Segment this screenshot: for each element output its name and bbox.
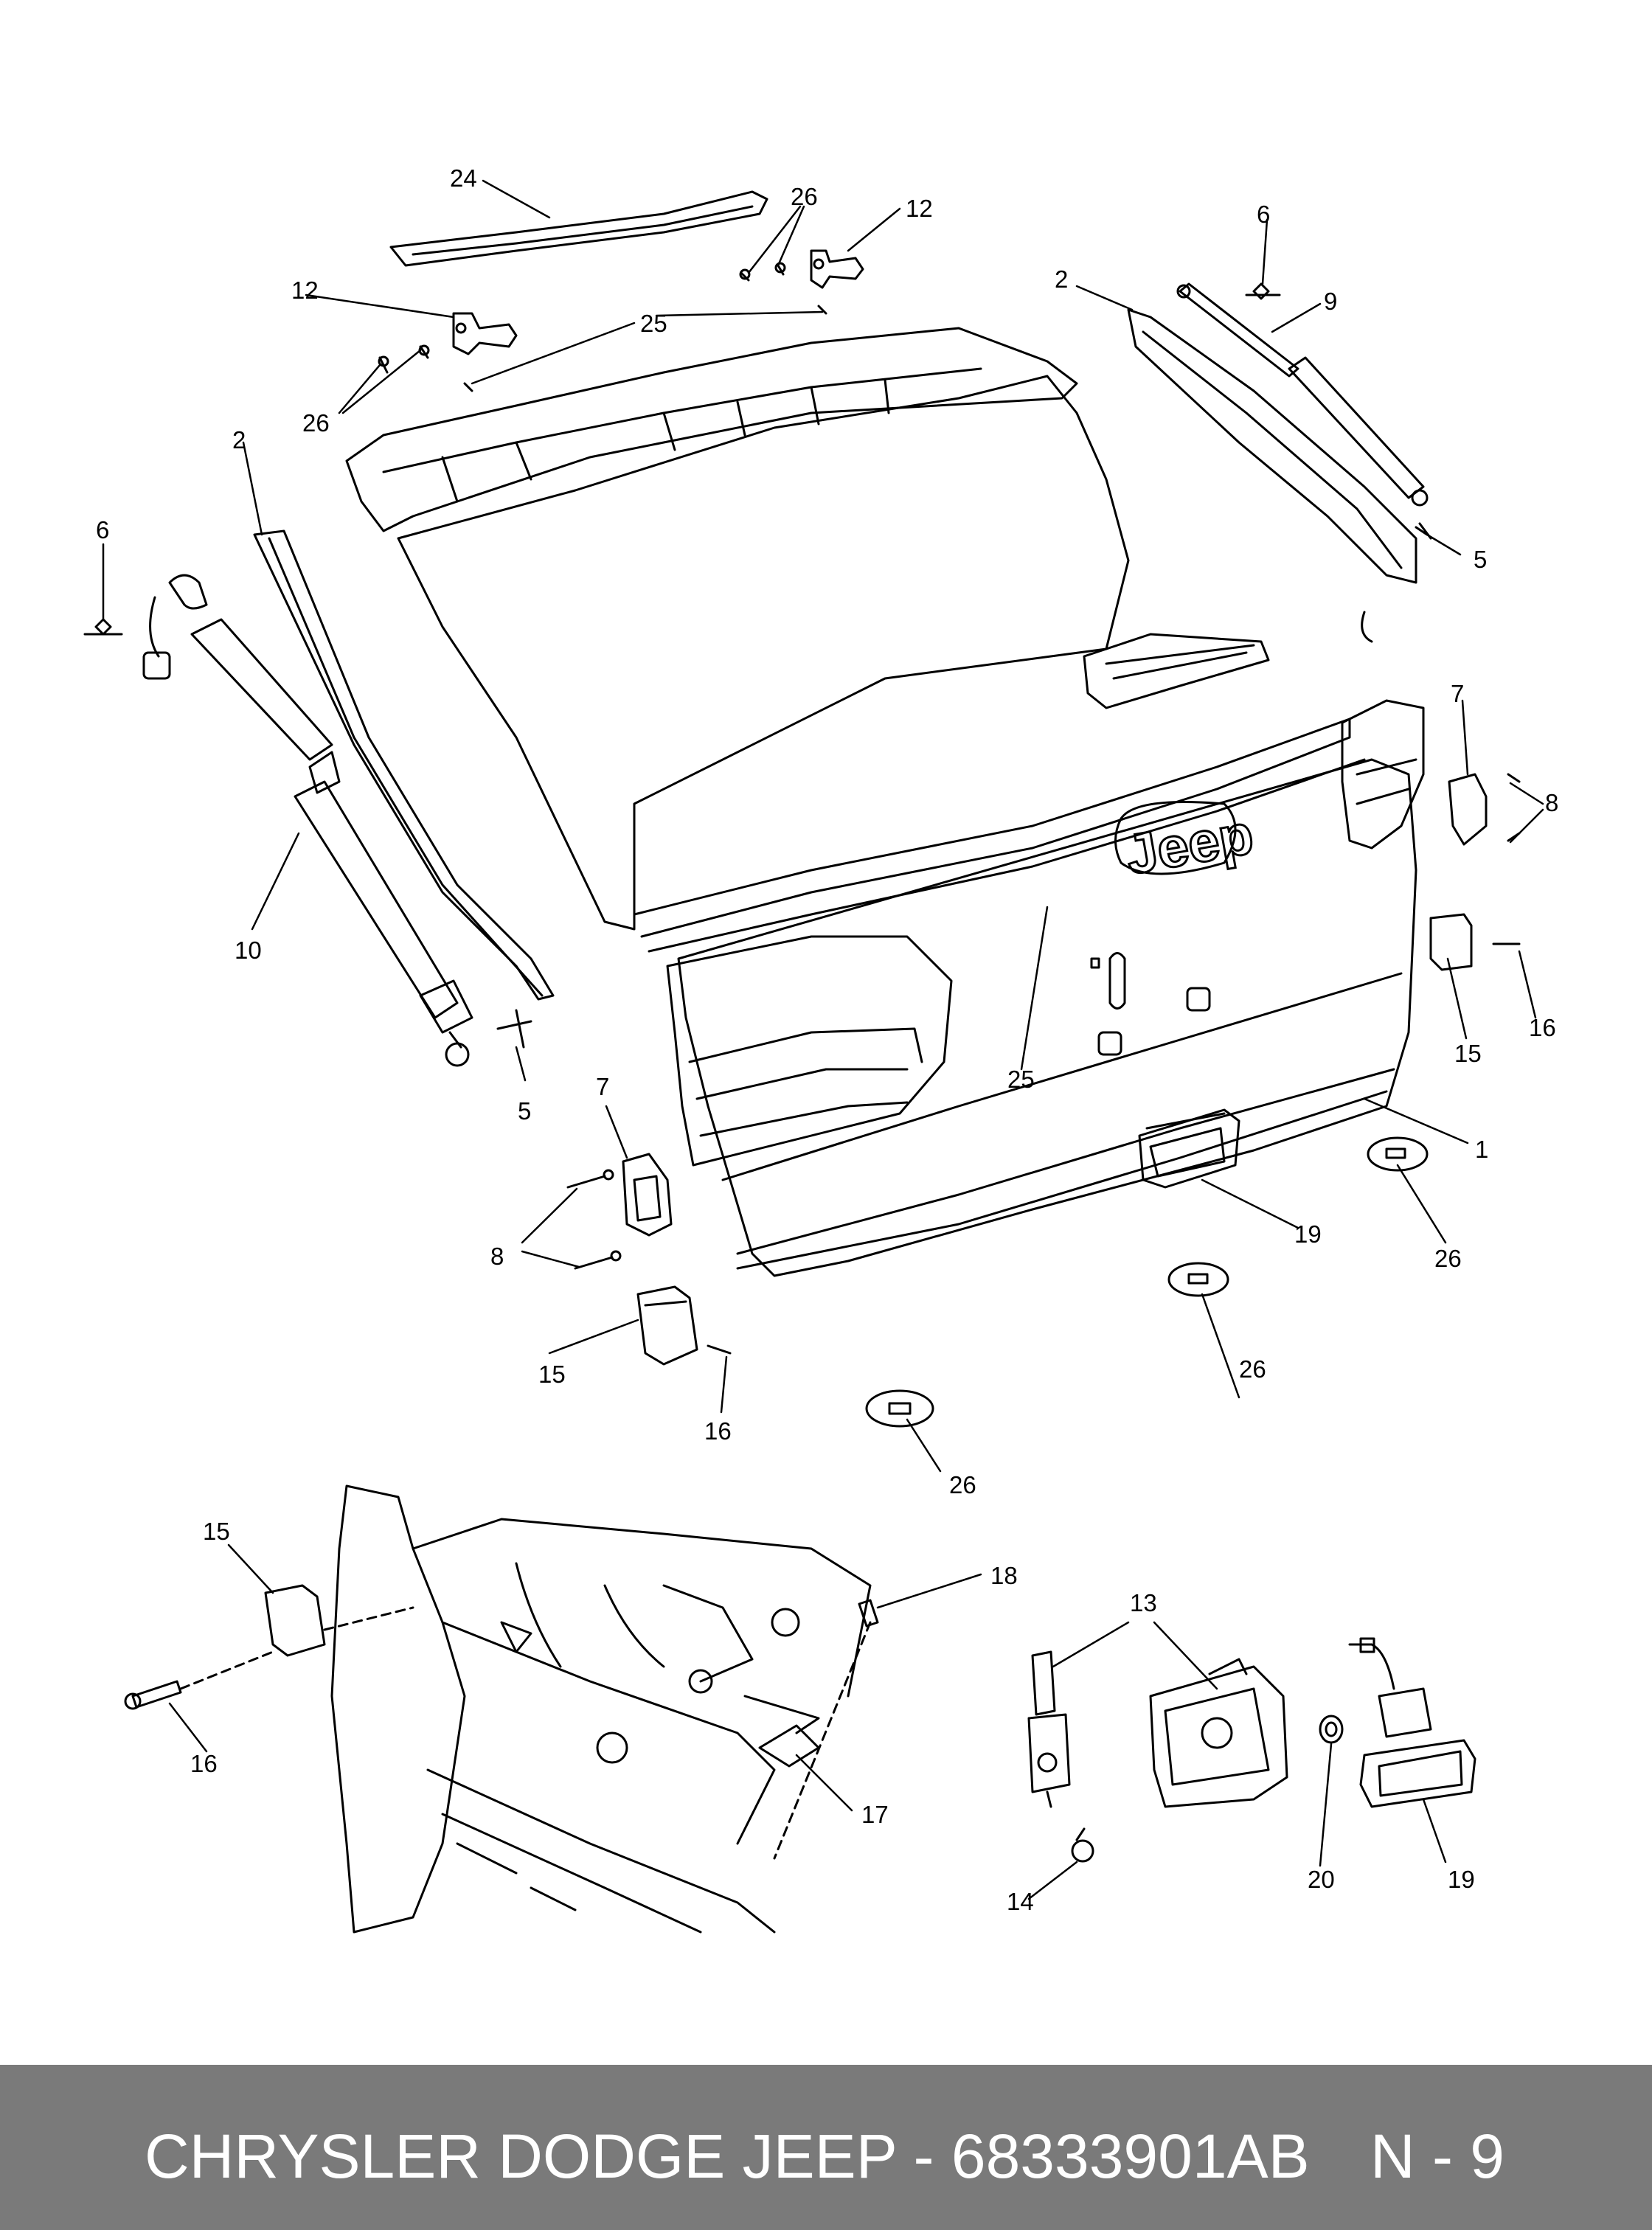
- callout-18: 18: [990, 1562, 1018, 1589]
- part-9-strut-left: [142, 574, 473, 1067]
- callout-15-right: 15: [1454, 1040, 1482, 1067]
- callout-5-left: 5: [518, 1097, 531, 1125]
- callout-24-top: 26: [791, 183, 818, 210]
- part-8-stud-right: [1245, 282, 1281, 300]
- vehicle-body-detail: [330, 1484, 872, 1934]
- part-15-striker-right: [1429, 913, 1473, 971]
- part-24-bolts: [378, 262, 786, 374]
- callout-9: 10: [235, 937, 262, 964]
- callout-24-left: 26: [302, 409, 330, 437]
- part-14-nut: [1071, 1827, 1094, 1863]
- part-22-molding: [389, 190, 768, 267]
- part-6-bumper-left: [622, 1153, 673, 1237]
- liftgate-assembly: [345, 327, 1425, 1277]
- page-reference: N - 9: [1370, 2122, 1505, 2191]
- part-6-bumper-right: [1448, 773, 1488, 846]
- callout-1: 1: [1475, 1136, 1488, 1163]
- part-15-striker-left: [636, 1285, 698, 1366]
- part-13-latch: [1149, 1658, 1288, 1808]
- callout-26-right-label: 26: [1434, 1245, 1462, 1272]
- part-19-handle: [1145, 1112, 1226, 1130]
- callout-22: 24: [450, 164, 477, 192]
- callout-10: 9: [1324, 288, 1337, 315]
- callout-20: 20: [1308, 1866, 1335, 1893]
- callout-17: 17: [861, 1801, 889, 1828]
- part-16-bolt-lower: [124, 1650, 274, 1710]
- part-20-grommet: [1319, 1715, 1344, 1744]
- part-10-strut-right: [1176, 282, 1429, 507]
- part-12-hinge-right: [810, 249, 864, 289]
- callout-2-right: 2: [1055, 265, 1068, 293]
- callout-6-left: 7: [596, 1073, 609, 1100]
- callout-14: 14: [1007, 1888, 1034, 1915]
- callout-6-right: 7: [1451, 680, 1464, 707]
- callout-16-lower: 16: [190, 1750, 218, 1777]
- callout-5-right: 5: [1474, 546, 1487, 573]
- part-17-bracket: [758, 1724, 820, 1768]
- part-8-stud-left: [83, 618, 123, 636]
- callout-19-lower: 19: [1448, 1866, 1475, 1893]
- callout-12-right: 12: [906, 195, 933, 222]
- callout-7-left: 8: [490, 1243, 504, 1270]
- part-26-grommets: [865, 1136, 1429, 1428]
- part-5-clip-left: [496, 1009, 532, 1049]
- exploded-parts-diagram: Jeep 24 26 12 12 25 26 2 6 9 2 6 5 7 8 1…: [83, 164, 1558, 1934]
- part-number-title: CHRYSLER DODGE JEEP - 68333901AB: [145, 2122, 1310, 2191]
- callout-23: 25: [640, 310, 667, 337]
- part-2-weatherstrip-left: [253, 529, 555, 1001]
- callout-7-right: 8: [1545, 789, 1558, 816]
- callout-13: 13: [1130, 1589, 1157, 1616]
- callout-15-lower: 15: [203, 1518, 230, 1545]
- part-15-striker-lower: [264, 1584, 414, 1657]
- callout-16-right: 16: [1529, 1014, 1556, 1041]
- jeep-emblem-text: Jeep: [1121, 803, 1257, 887]
- part-18-pin: [773, 1599, 879, 1860]
- part-7-fasteners: [566, 773, 1521, 1270]
- part-13-latch-actuator: [1027, 1650, 1071, 1808]
- callout-2-left: 2: [232, 426, 246, 454]
- footer-bar: CHRYSLER DODGE JEEP - 68333901AB N - 9: [0, 2065, 1652, 2230]
- callout-19-upper: 19: [1294, 1220, 1322, 1248]
- callout-26-left-label: 26: [949, 1471, 976, 1498]
- callout-labels: 24 26 12 12 25 26 2 6 9 2 6 5 7 8 10 25 …: [96, 164, 1558, 1915]
- callout-15-left: 15: [538, 1361, 566, 1388]
- part-12-hinge-left: [452, 312, 518, 355]
- part-16-bolts: [707, 942, 1521, 1355]
- callout-8-right: 6: [1257, 201, 1270, 228]
- leader-lines: [102, 179, 1544, 1900]
- callout-8-left: 6: [96, 516, 109, 543]
- callout-25-label: 25: [1007, 1066, 1035, 1093]
- callout-12-left: 12: [291, 277, 319, 304]
- part-2-weatherstrip-right: [1127, 308, 1417, 643]
- callout-16-left: 16: [704, 1417, 732, 1445]
- part-23-strip: [463, 305, 827, 392]
- callout-26-mid-label: 26: [1239, 1355, 1266, 1383]
- part-19-handle-assembly: [1348, 1637, 1476, 1808]
